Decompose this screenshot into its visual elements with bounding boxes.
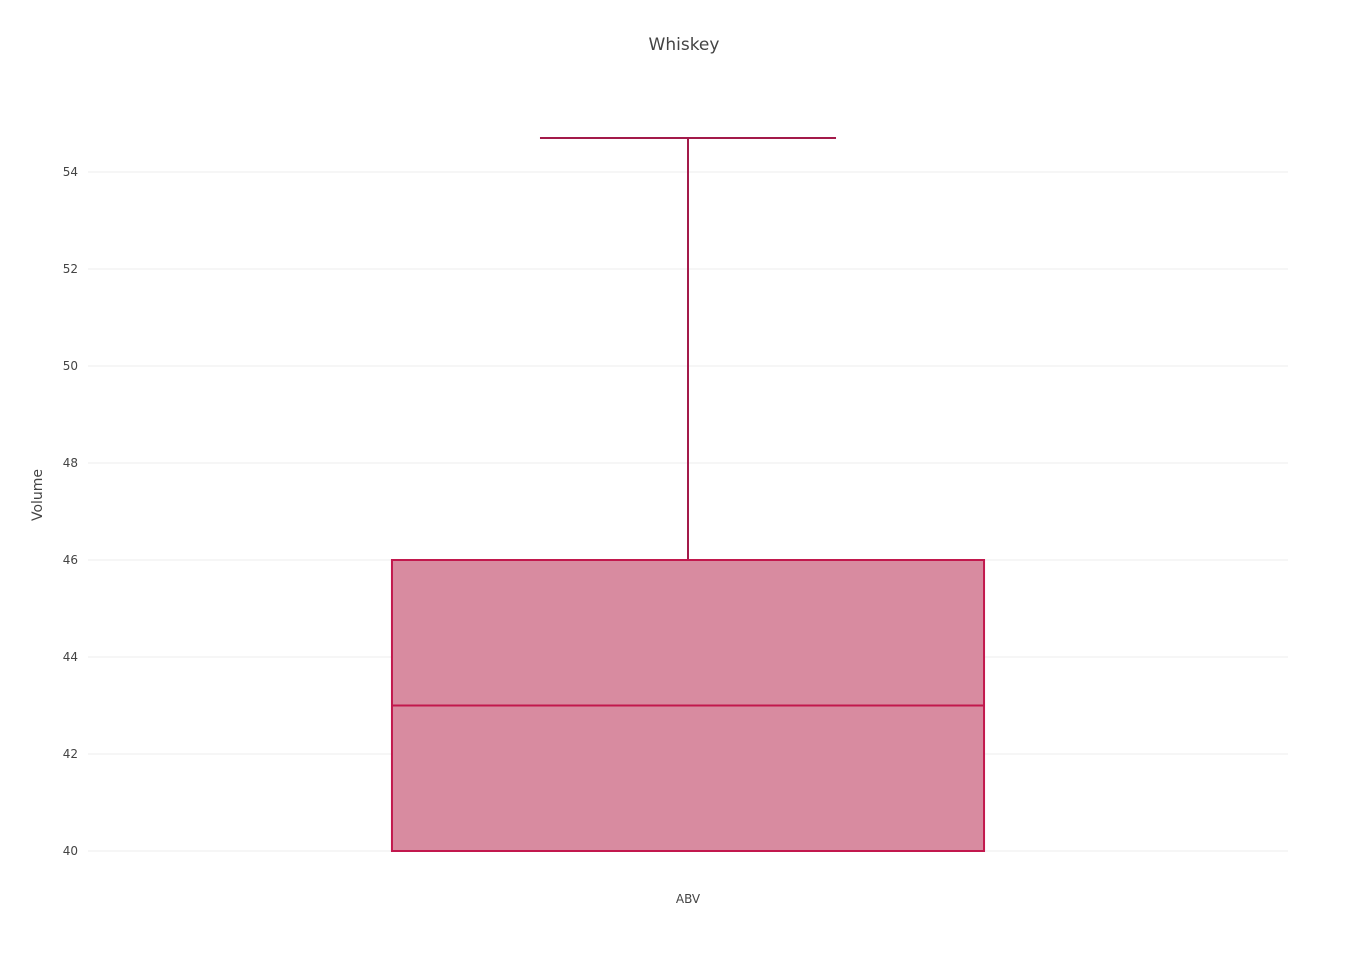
chart-title: Whiskey	[649, 35, 720, 55]
y-tick-label: 42	[63, 747, 78, 761]
y-tick-label: 50	[63, 359, 78, 373]
y-tick-label: 52	[63, 262, 78, 276]
y-tick-label: 44	[63, 650, 78, 664]
x-tick-label: ABV	[676, 892, 701, 906]
y-tick-label: 48	[63, 456, 78, 470]
y-tick-label: 46	[63, 553, 78, 567]
box-plot-series[interactable]	[390, 137, 986, 852]
y-tick-label: 54	[63, 165, 78, 179]
y-tick-labels: 40 42 44 46 48 50 52 54	[63, 165, 78, 858]
y-tick-label: 40	[63, 844, 78, 858]
x-tick-labels: ABV	[676, 892, 701, 906]
y-axis-title: Volume	[30, 469, 46, 521]
